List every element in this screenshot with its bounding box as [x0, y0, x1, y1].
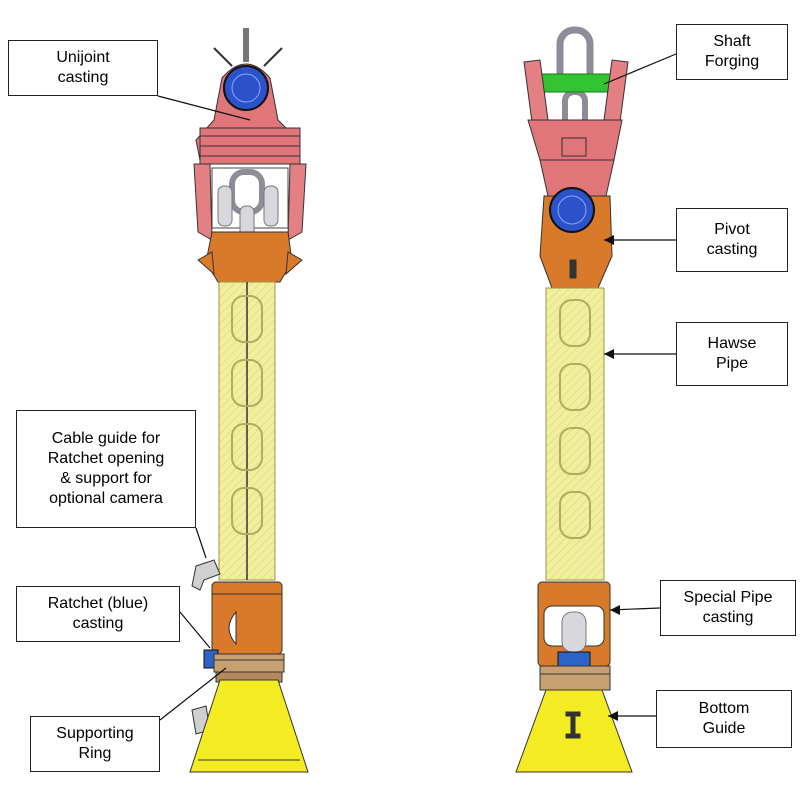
unijoint-pin-disc — [223, 65, 269, 111]
label-hawse-pipe: Hawse Pipe — [676, 322, 788, 386]
left-bottom-guide — [189, 679, 309, 773]
right-assembly — [515, 26, 633, 773]
leader-supporting-ring — [159, 667, 227, 721]
left-upper-collar — [205, 231, 293, 283]
cable-guide-bracket — [191, 559, 221, 591]
label-bottom-guide: Bottom Guide — [656, 690, 792, 748]
leader-shaft-forging — [603, 53, 677, 85]
leader-lines — [157, 53, 677, 721]
label-ratchet-casting: Ratchet (blue) casting — [16, 586, 180, 642]
leader-ratchet — [179, 611, 211, 649]
leader-arrowheads — [604, 235, 620, 721]
label-supporting-ring: Supporting Ring — [30, 716, 160, 772]
label-cable-guide: Cable guide for Ratchet opening & suppor… — [16, 410, 196, 528]
label-special-pipe-casting: Special Pipe casting — [660, 580, 796, 636]
label-unijoint-casting: Unijoint casting — [8, 40, 158, 96]
label-shaft-forging: Shaft Forging — [676, 24, 788, 80]
right-supporting-ring — [539, 665, 611, 691]
leader-unijoint — [157, 95, 251, 121]
ratchet-casting — [211, 581, 283, 655]
pivot-pin-disc — [549, 187, 595, 233]
label-pivot-casting: Pivot casting — [676, 208, 788, 272]
special-pipe-blue-part — [557, 651, 591, 667]
left-assembly — [189, 28, 309, 773]
leader-cable-guide — [195, 527, 207, 559]
